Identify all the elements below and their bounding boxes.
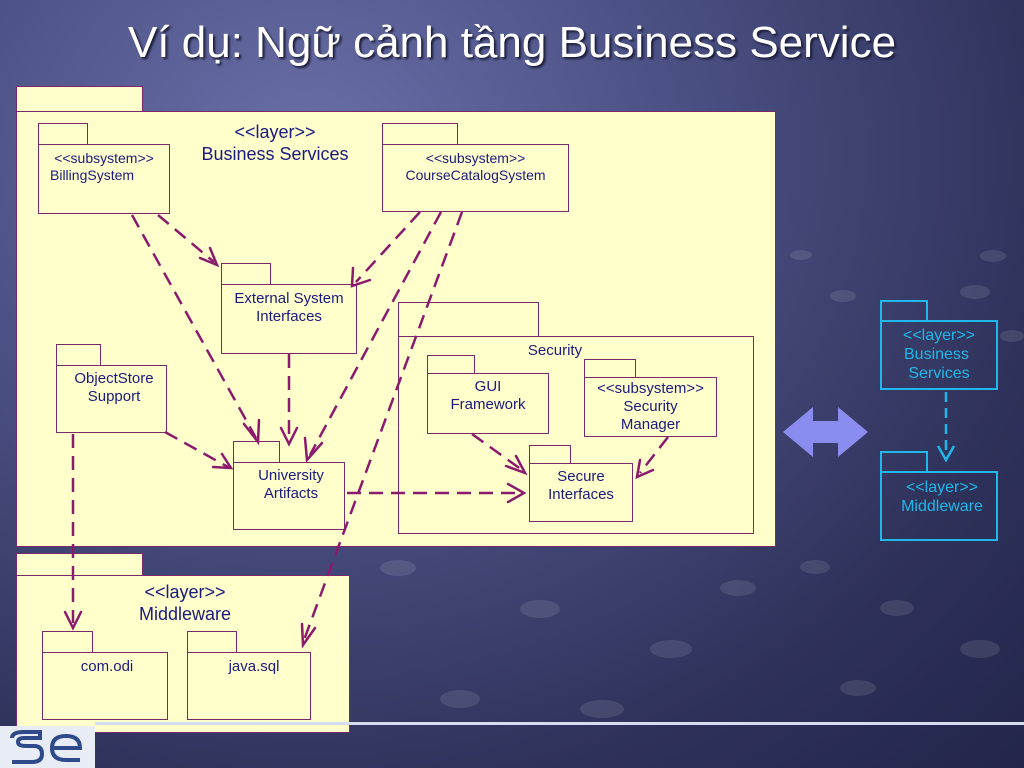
middleware-layer-name: Middleware [138,603,232,624]
arrowhead-objectstore-university [211,452,234,470]
secure-package [529,463,633,522]
arrowhead-external-university [279,426,299,447]
external-package [221,284,357,354]
arrowhead-objectstore-comodi [63,610,83,631]
billing-stereotype: <<subsystem>> [54,150,154,166]
arrowhead-gui-secure [504,454,528,476]
secure-label: Secure Interfaces [529,468,633,504]
manager-label: <<subsystem>> Security Manager [584,380,717,434]
objectstore-package [56,365,167,433]
logo-icon [0,726,95,768]
arrowhead-billing-external [198,246,220,268]
gui-line2: Framework [450,396,526,413]
side-middleware-stereotype: <<layer>> [905,479,979,496]
dep-course-external [355,211,421,283]
side-business-stereotype: <<layer>> [902,327,976,344]
dep-billing-university [130,214,258,439]
course-package [382,144,569,212]
objectstore-line2: Support [87,388,141,405]
gui-package [427,373,549,434]
dep-course-university [308,211,443,456]
billing-package [38,144,170,214]
gui-label: GUI Framework [427,378,549,414]
secure-line2: Interfaces [548,486,614,503]
side-middleware-label: <<layer>> Middleware [884,478,1000,516]
objectstore-label: ObjectStore Support [56,370,172,406]
arrowhead-course-external [350,266,372,288]
manager-line2: Manager [620,416,681,433]
dep-course-javasql [302,211,464,641]
dep-manager-secure [639,436,669,474]
dep-objectstore-university [164,430,229,469]
business-layer-label: <<layer>> Business Services [170,122,380,165]
security-name: Security [527,342,583,359]
billing-name: BillingSystem [50,166,135,183]
university-package [233,462,345,530]
side-business-line2: Services [908,365,970,383]
arrowhead-university-secure [506,482,527,504]
middleware-layer-stereotype: <<layer>> [144,582,226,602]
university-label: University Artifacts [233,467,349,503]
javasql-package [187,652,311,720]
external-label: External System Interfaces [221,290,357,326]
dep-gui-secure [471,432,523,472]
course-label: <<subsystem>> CourseCatalogSystem [382,150,569,184]
course-name: CourseCatalogSystem [405,166,546,183]
side-business-package [880,320,998,390]
external-line2: Interfaces [256,308,322,325]
javasql-name: java.sql [228,658,280,675]
arrowhead-course-javasql [300,622,317,649]
secure-line1: Secure [557,468,605,485]
side-business-line1: Business [904,346,969,364]
middleware-layer-label: <<layer>> Middleware [80,582,290,625]
arrowhead-course-university [303,436,324,464]
manager-stereotype: <<subsystem>> [597,380,704,397]
comodi-package [42,652,168,720]
arrowhead-billing-university [242,418,261,446]
billing-label: <<subsystem>> BillingSystem [38,150,170,184]
bottom-rule [95,722,1024,725]
objectstore-line1: ObjectStore [74,370,154,387]
manager-line1: Security [623,398,678,415]
course-stereotype: <<subsystem>> [425,150,526,166]
business-layer-tab [16,86,143,112]
university-line1: University [258,467,324,484]
side-middleware-name: Middleware [901,498,983,516]
double-arrow-icon [783,407,868,457]
business-layer-name: Business Services [201,143,349,164]
arrowhead-manager-secure [635,458,655,480]
gui-line1: GUI [474,378,502,395]
side-dependency-arrowhead [936,445,956,463]
side-business-label: <<layer>> Business Services [884,326,994,384]
comodi-name: com.odi [80,658,134,675]
manager-package [584,377,717,437]
university-line2: Artifacts [263,485,319,502]
side-middleware-package [880,471,998,541]
dep-billing-external [157,214,215,263]
slide-title: Ví dụ: Ngữ cảnh tầng Business Service [127,18,897,67]
external-line1: External System [234,290,344,307]
business-layer-stereotype: <<layer>> [234,122,316,142]
